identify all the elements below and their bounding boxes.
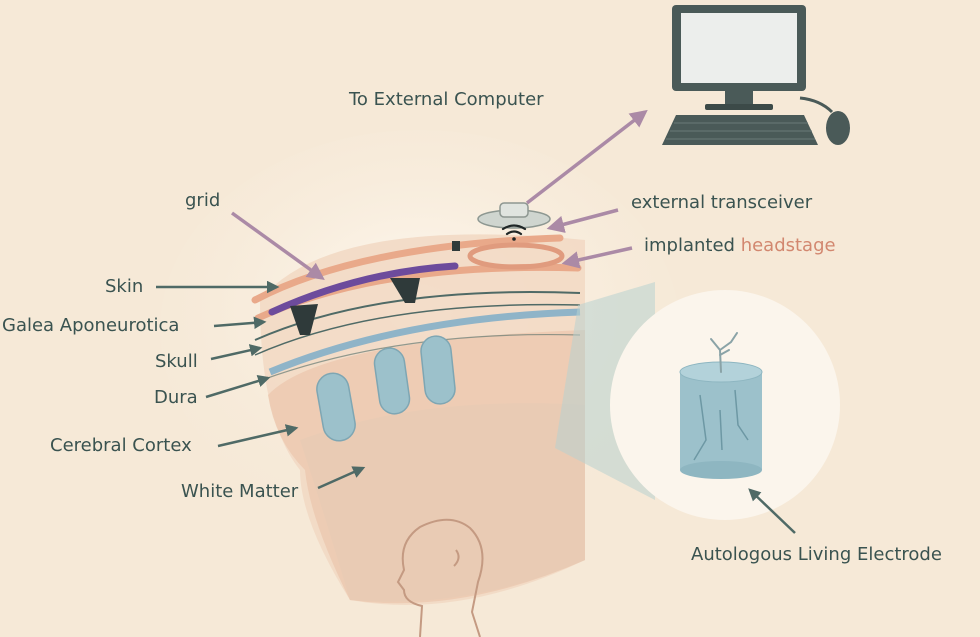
- human-head-icon: [396, 518, 484, 637]
- label-implanted-headstage: implanted headstage: [644, 237, 836, 255]
- white-matter-region: [300, 403, 585, 602]
- label-grid: grid: [185, 190, 221, 211]
- grid-anchor-2: [390, 278, 420, 303]
- neuron-dendrites: [710, 332, 738, 373]
- skin-layer: [251, 234, 564, 304]
- grid-strip: [268, 262, 459, 316]
- grid-anchor-3: [452, 241, 460, 251]
- label-dura: Dura: [154, 387, 198, 408]
- head-cross-section: [260, 234, 585, 605]
- label-headstage-highlight: headstage: [740, 235, 836, 256]
- external-transceiver: [477, 202, 551, 241]
- label-white-matter: White Matter: [181, 481, 299, 502]
- label-external-transceiver: external transceiver: [631, 192, 813, 213]
- desktop-computer-icon: [662, 5, 850, 145]
- label-skull: Skull: [155, 351, 198, 372]
- arrow-white-matter: [317, 466, 366, 490]
- arrow-cortex: [217, 424, 299, 448]
- dura-layer: [268, 308, 581, 376]
- arrow-headstage: [561, 246, 633, 269]
- dark-arrows: [156, 280, 796, 534]
- label-galea-aponeurotica: Galea Aponeurotica: [2, 315, 180, 336]
- skull-outer-line: [254, 303, 581, 356]
- living-electrode-cylinder: [679, 332, 763, 479]
- electrode-magnification: [555, 282, 840, 520]
- cortical-electrodes: [316, 335, 456, 442]
- electrode-1: [316, 372, 356, 442]
- label-cerebral-cortex: Cerebral Cortex: [50, 435, 192, 456]
- arrow-to-computer: [525, 109, 648, 205]
- label-autologous-living-electrode: Autologous Living Electrode: [691, 544, 942, 565]
- grid-anchor-1: [290, 304, 318, 335]
- arrow-transceiver: [546, 208, 619, 233]
- label-skin: Skin: [105, 276, 144, 297]
- arrow-electrode: [748, 488, 796, 534]
- galea-aponeurotica-layer: [254, 291, 581, 341]
- arrow-grid: [230, 211, 325, 281]
- purple-arrows: [230, 109, 648, 281]
- label-implanted-prefix: implanted: [644, 235, 741, 256]
- electrode-grid: [268, 241, 460, 335]
- arrow-galea: [213, 316, 267, 330]
- arrow-skull: [210, 344, 263, 361]
- label-to-external-computer: To External Computer: [349, 89, 544, 110]
- arrow-dura: [205, 374, 271, 399]
- electrode-3: [420, 335, 456, 405]
- skull-inner-line: [261, 333, 581, 381]
- wireless-signal-icon: [501, 224, 527, 241]
- electrode-2: [373, 347, 411, 415]
